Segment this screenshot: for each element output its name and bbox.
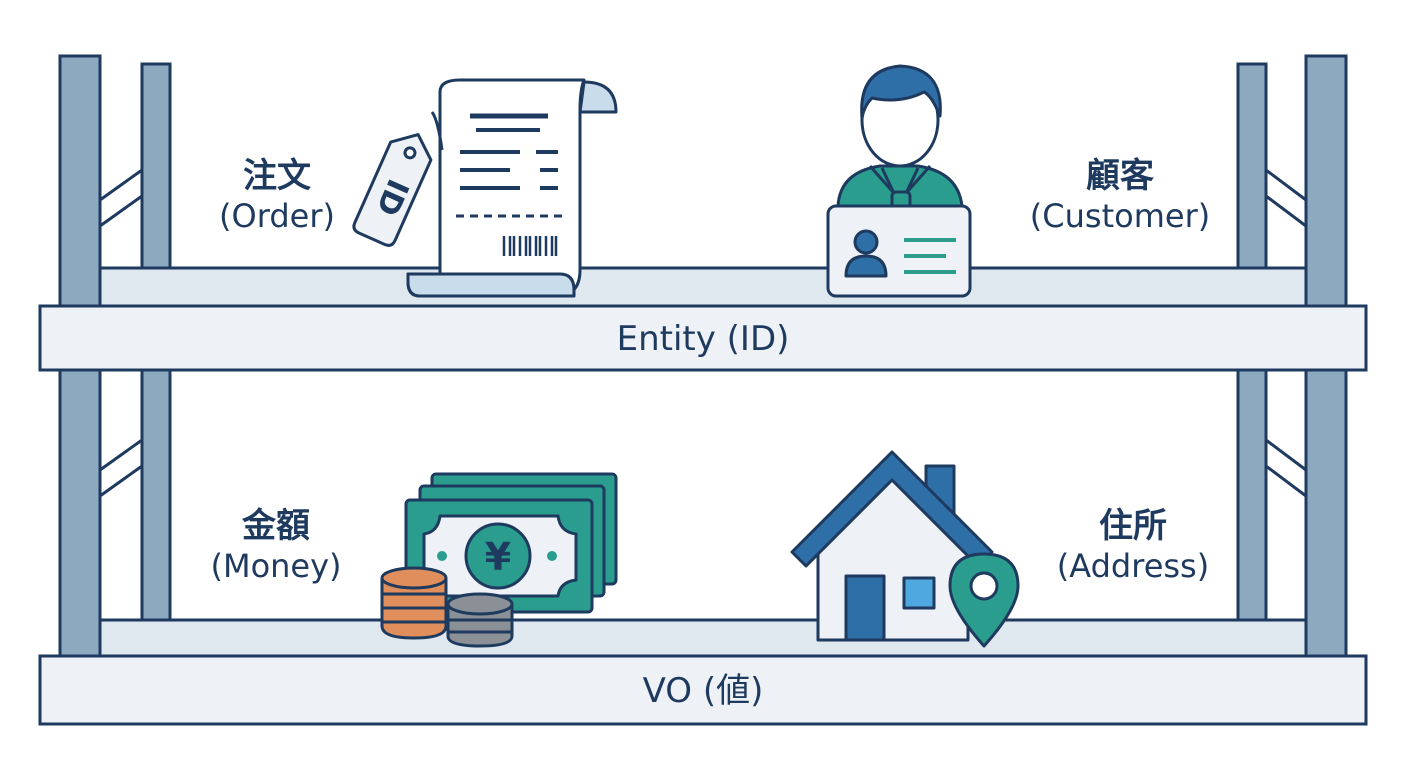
vo-shelf-label: VO (値) (642, 671, 764, 711)
id-tag-icon: ID (352, 133, 433, 247)
location-pin-icon (948, 552, 1020, 648)
customer-label-jp: 顧客 (1086, 156, 1154, 196)
tag-string (430, 111, 444, 151)
entity-shelf-label: Entity (ID) (616, 319, 790, 359)
vo-shelf (38, 618, 1368, 726)
address-label-jp: 住所 (1099, 506, 1167, 546)
order-label: 注文 (Order) (192, 156, 362, 235)
address-label-en: (Address) (1056, 546, 1210, 585)
money-label-jp: 金額 (242, 506, 310, 546)
banknote-stack-icon: ¥ (404, 472, 618, 614)
customer-badge-icon (826, 64, 972, 298)
money-label-en: (Money) (210, 546, 342, 585)
entity-shelf (38, 266, 1368, 372)
customer-label: 顧客 (Customer) (1002, 156, 1238, 235)
address-label: 住所 (Address) (1030, 506, 1236, 585)
order-label-en: (Order) (219, 196, 335, 235)
gray-coin-stack-icon (446, 592, 514, 648)
yen-symbol: ¥ (485, 535, 511, 579)
receipt-icon (406, 78, 618, 298)
orange-coin-stack-icon (380, 566, 448, 640)
customer-label-en: (Customer) (1029, 196, 1211, 235)
house-icon (790, 450, 994, 642)
money-label: 金額 (Money) (188, 506, 364, 585)
order-label-jp: 注文 (243, 156, 311, 196)
